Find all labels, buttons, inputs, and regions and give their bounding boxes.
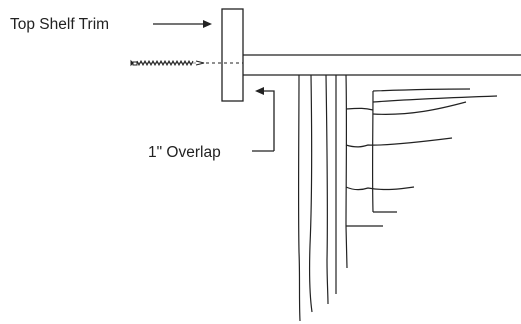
top-shelf-trim-board	[221, 8, 244, 102]
shelf-top-board	[243, 54, 521, 76]
cabinet-side-panel	[297, 74, 337, 322]
top-shelf-trim-label: Top Shelf Trim	[10, 16, 109, 33]
arrow-right-icon	[153, 20, 212, 28]
arrow-up-left-icon	[255, 87, 275, 151]
overlap-label: 1" Overlap	[148, 144, 221, 161]
screw-icon	[130, 59, 205, 67]
cabinet-door-panel	[345, 74, 498, 269]
